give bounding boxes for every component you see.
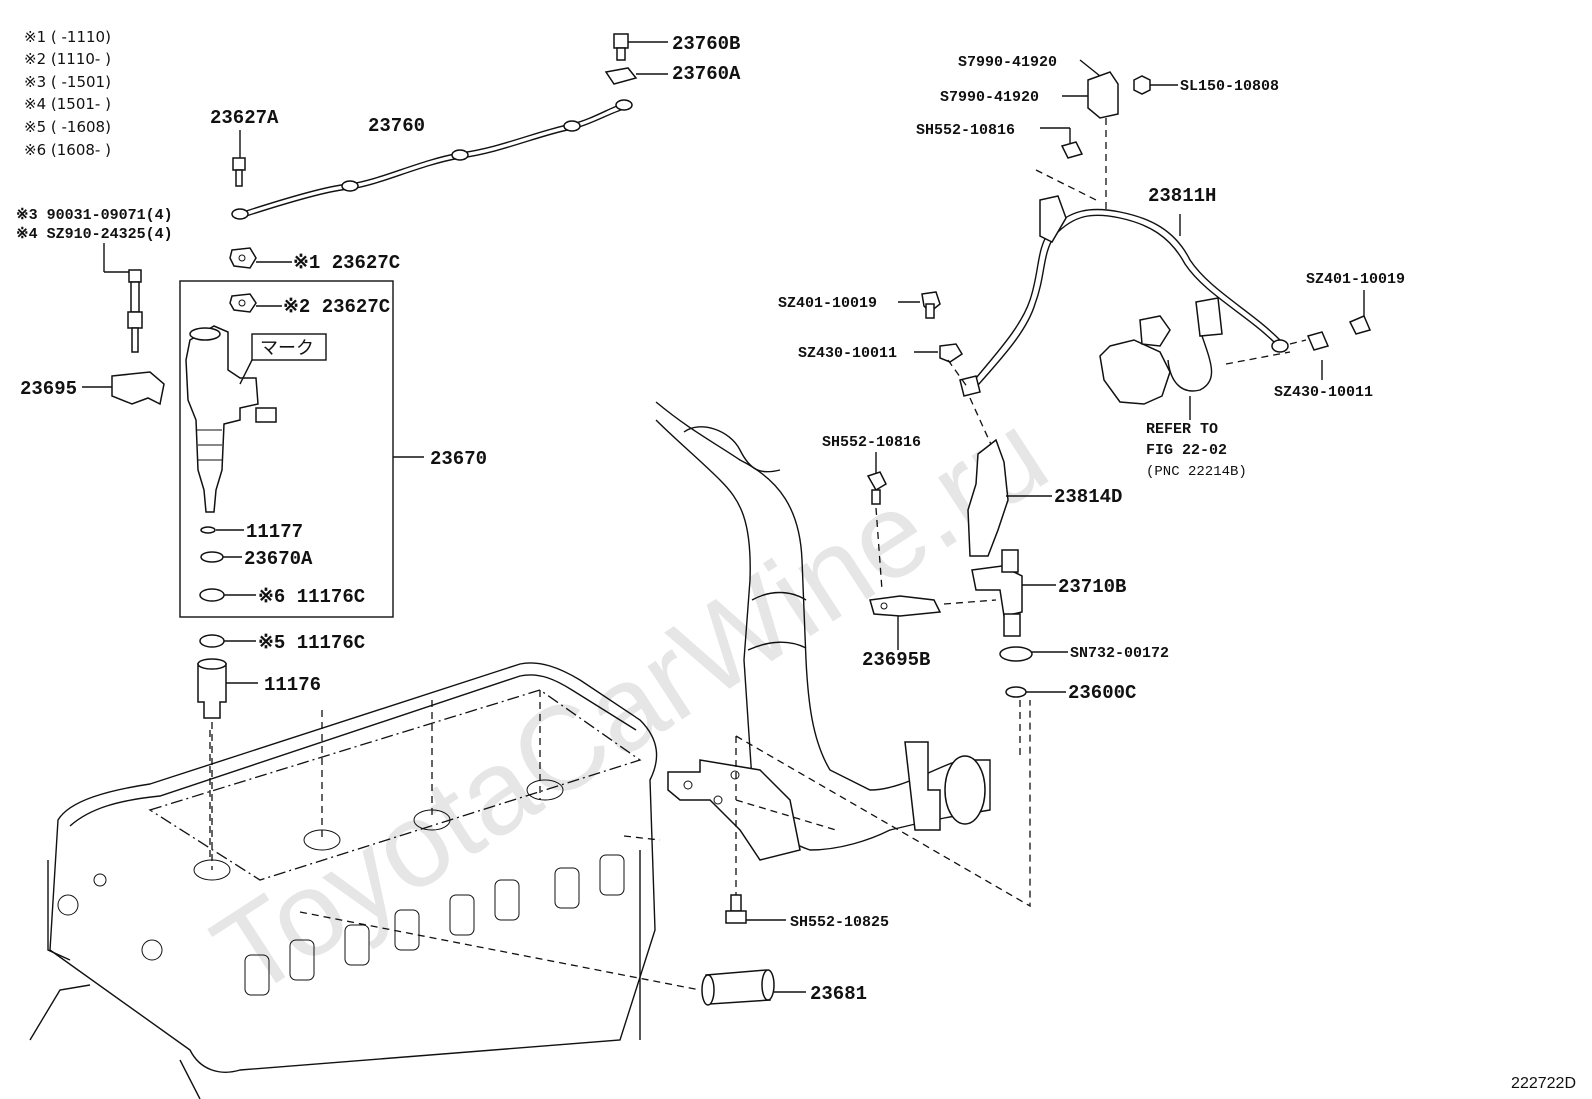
legend: ※1 ( -1110) ※2 (1110- ) ※3 ( -1501) ※4 (…	[24, 28, 111, 159]
sensor-23710B	[967, 397, 1068, 760]
label-SL150[interactable]: SL150-10808	[1180, 78, 1279, 95]
label-11176C-5[interactable]: ※5 11176C	[258, 632, 365, 654]
label-refer-3[interactable]: (PNC 22214B)	[1146, 464, 1247, 480]
label-SH552-10816-top[interactable]: SH552-10816	[916, 122, 1015, 139]
watermark-text: ToyotaCarWine.ru	[191, 386, 1069, 1021]
label-23760A[interactable]: 23760A	[672, 63, 741, 85]
label-23760[interactable]: 23760	[368, 115, 425, 137]
label-11177[interactable]: 11177	[246, 521, 303, 543]
injector-assembly-box	[179, 280, 424, 618]
label-S7990-b[interactable]: S7990-41920	[940, 89, 1039, 106]
label-23627C-2[interactable]: ※2 23627C	[283, 296, 390, 318]
sleeve-23681	[701, 969, 806, 1006]
label-23600C[interactable]: 23600C	[1068, 682, 1136, 704]
label-SH552-10816-mid[interactable]: SH552-10816	[822, 434, 921, 451]
label-23814D[interactable]: 23814D	[1054, 486, 1122, 508]
sleeve-11176	[197, 634, 258, 870]
label-23695B[interactable]: 23695B	[862, 649, 930, 671]
label-23670[interactable]: 23670	[430, 448, 487, 470]
label-SH552-10825[interactable]: SH552-10825	[790, 914, 889, 931]
label-SZ910[interactable]: ※4 SZ910-24325(4)	[16, 226, 173, 243]
label-23681[interactable]: 23681	[810, 983, 867, 1005]
label-SN732[interactable]: SN732-00172	[1070, 645, 1169, 662]
bracket-23695B	[866, 452, 997, 650]
label-23811H[interactable]: 23811H	[1148, 185, 1216, 207]
label-SZ430-left[interactable]: SZ430-10011	[798, 345, 897, 362]
harness-23811H	[959, 195, 1291, 420]
bolts-SZ401-SZ430	[898, 290, 1372, 389]
legend-line-3: ※3 ( -1501)	[24, 73, 111, 91]
diagram-code: 222722D	[1511, 1075, 1576, 1092]
label-SZ401-left[interactable]: SZ401-10019	[778, 295, 877, 312]
injector-bolt	[103, 243, 143, 353]
legend-line-6: ※6 (1608- )	[24, 141, 111, 159]
intake-pipe	[655, 401, 1031, 908]
label-S7990-a[interactable]: S7990-41920	[958, 54, 1057, 71]
clamp-23695	[82, 371, 165, 406]
legend-line-5: ※5 ( -1608)	[24, 118, 111, 136]
legend-line-1: ※1 ( -1110)	[24, 28, 111, 46]
bolt-SH552-10816-top	[1035, 127, 1101, 203]
label-90031[interactable]: ※3 90031-09071(4)	[16, 207, 173, 224]
label-23760B[interactable]: 23760B	[672, 33, 740, 55]
label-23710B[interactable]: 23710B	[1058, 576, 1126, 598]
label-refer-2[interactable]: FIG 22-02	[1146, 442, 1227, 459]
label-mark: マーク	[260, 338, 314, 359]
label-23627A[interactable]: 23627A	[210, 107, 279, 129]
bolt-SH552-10825	[725, 808, 786, 924]
clamps-23627C	[229, 247, 292, 313]
legend-line-2: ※2 (1110- )	[24, 50, 111, 68]
label-SZ401-right[interactable]: SZ401-10019	[1306, 271, 1405, 288]
label-11176C-6[interactable]: ※6 11176C	[258, 586, 365, 608]
part-labels: 23760B 23760A 23760 23627A ※1 23627C ※2 …	[16, 33, 1405, 1005]
label-SZ430-right[interactable]: SZ430-10011	[1274, 384, 1373, 401]
label-refer-1[interactable]: REFER TO	[1146, 421, 1218, 438]
label-11176[interactable]: 11176	[264, 674, 321, 696]
label-23695[interactable]: 23695	[20, 378, 77, 400]
injection-pipe-23760	[231, 33, 668, 220]
label-23627C-1[interactable]: ※1 23627C	[293, 252, 400, 274]
label-23670A[interactable]: 23670A	[244, 548, 313, 570]
legend-line-4: ※4 (1501- )	[24, 95, 111, 113]
cylinder-head	[29, 662, 701, 1099]
bracket-S7990	[1062, 59, 1178, 212]
